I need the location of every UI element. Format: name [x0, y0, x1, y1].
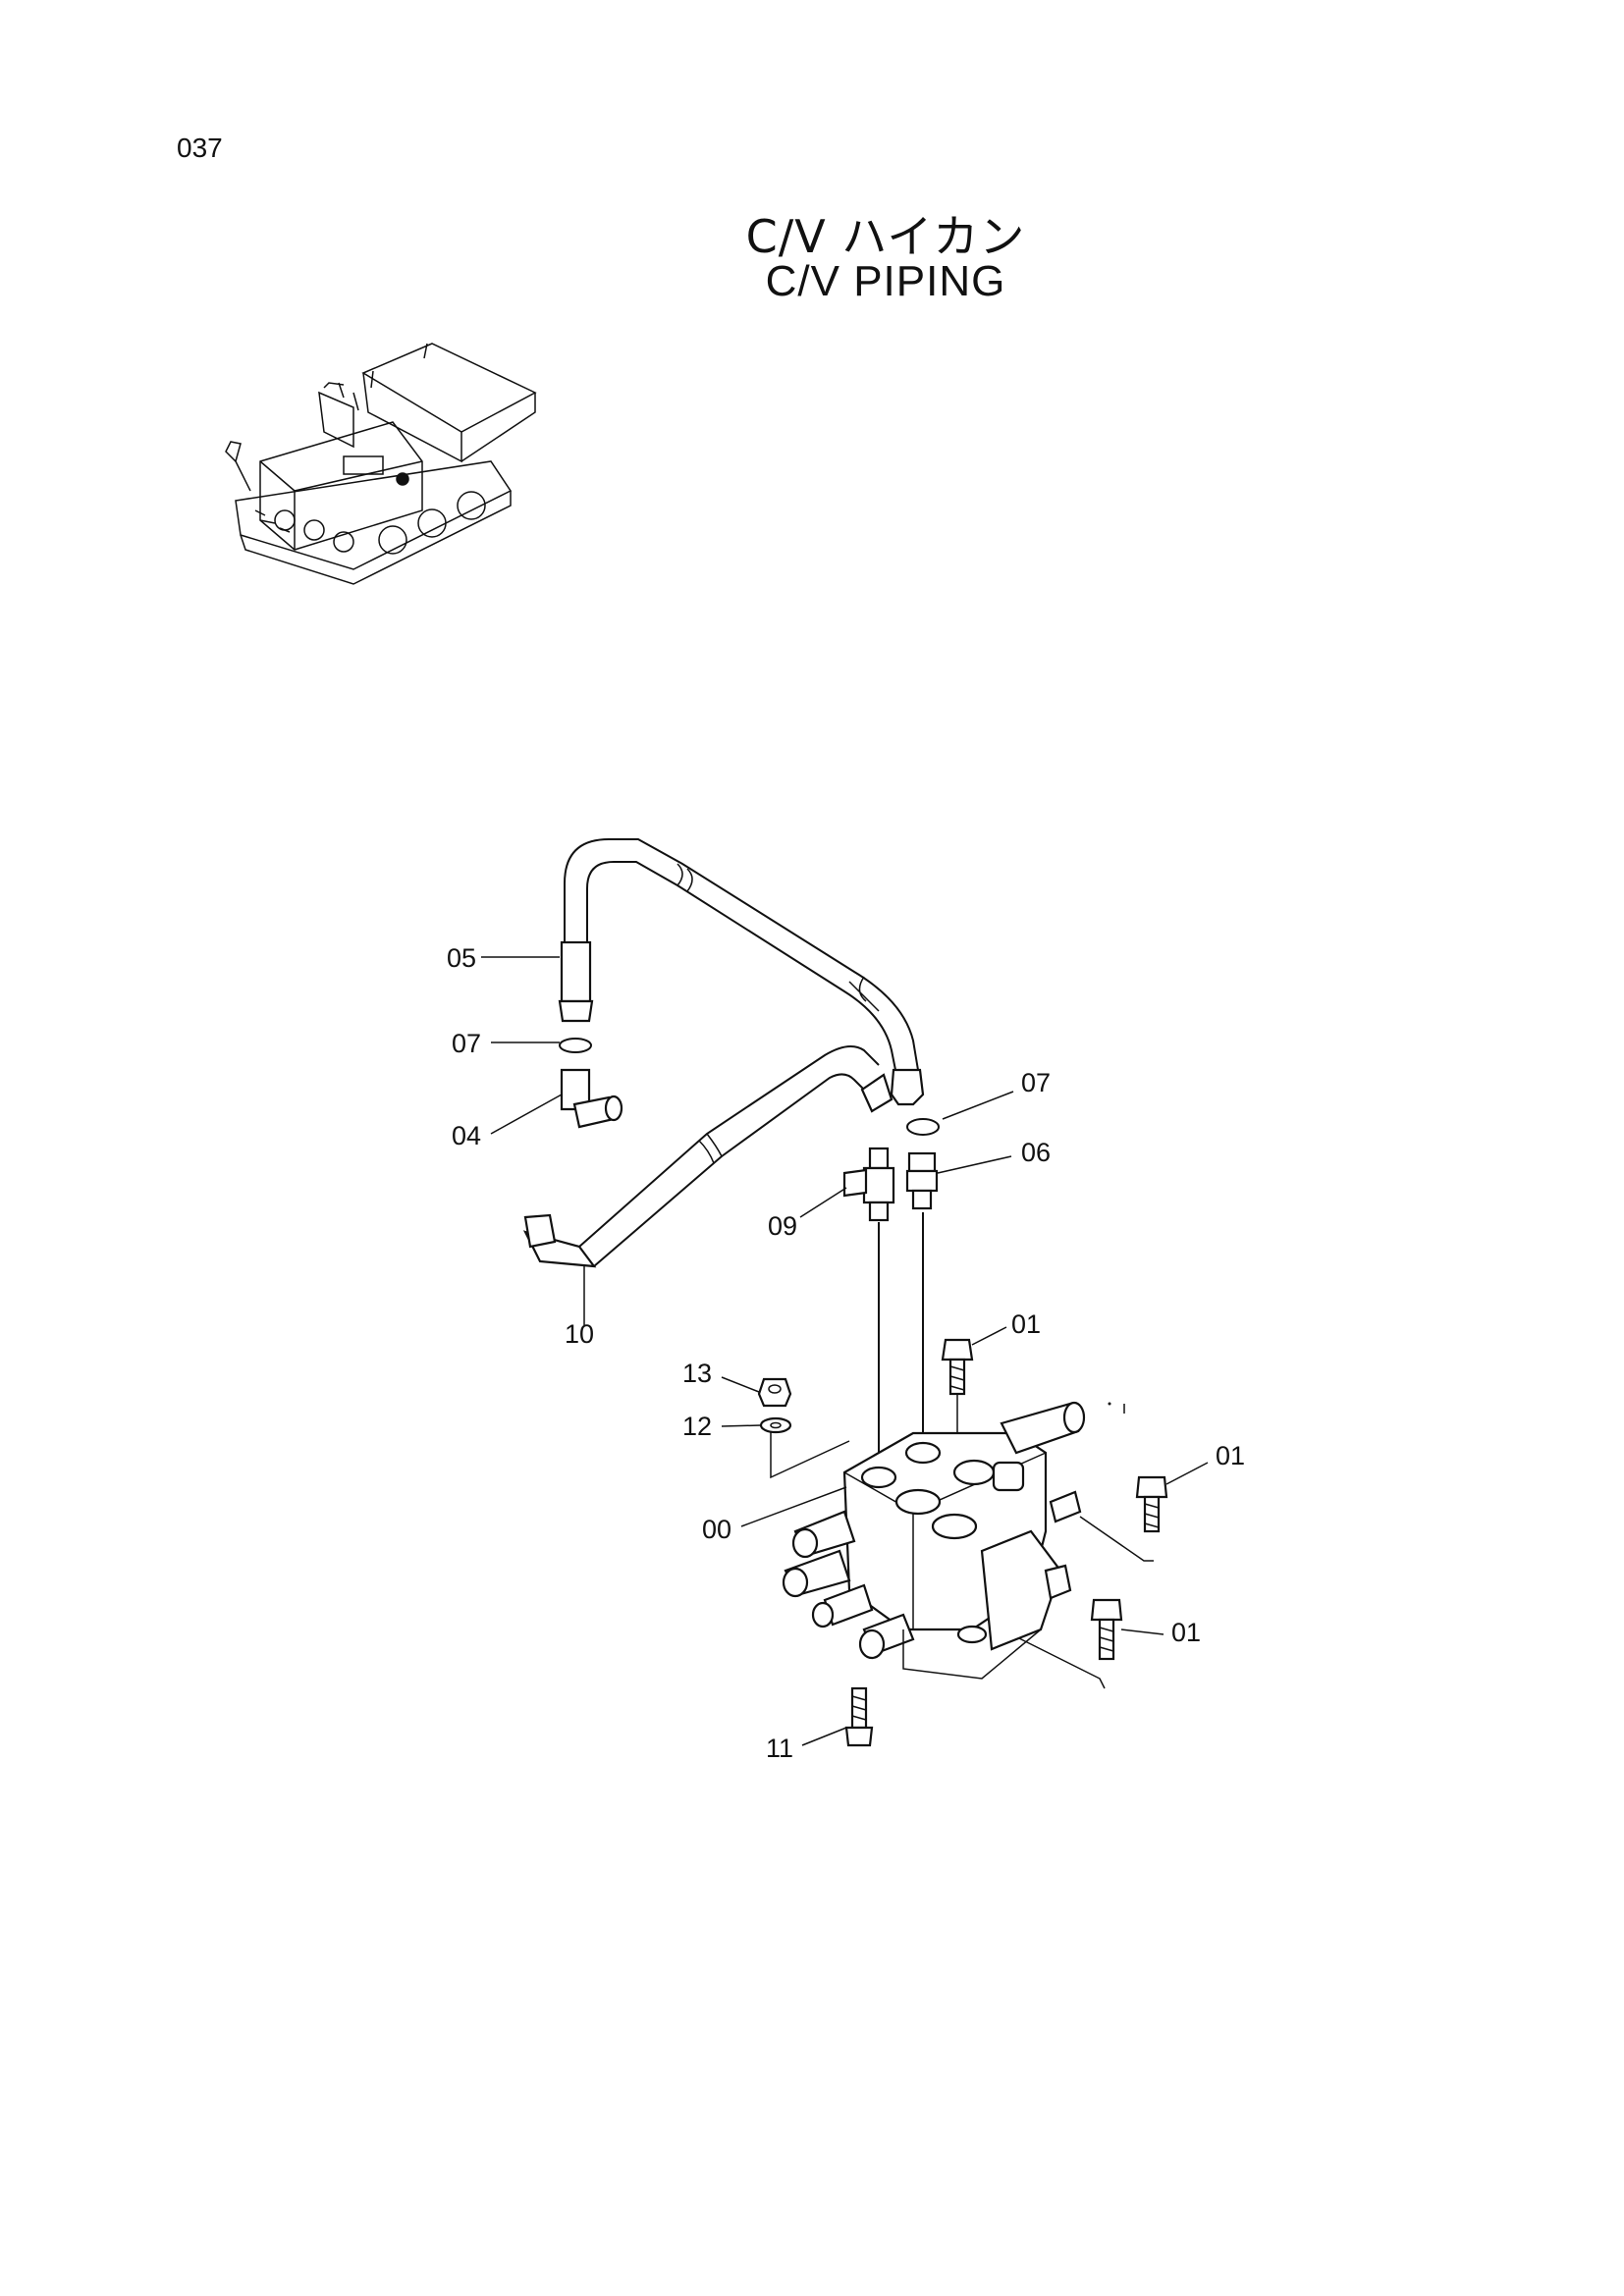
callout-13: 13	[682, 1359, 712, 1388]
title-japanese: C/V ハイカン	[745, 210, 1026, 263]
o-ring-07-right	[906, 1118, 940, 1136]
callout-12: 12	[682, 1412, 712, 1441]
callout-01-top: 01	[1011, 1309, 1041, 1339]
callout-06: 06	[1021, 1138, 1051, 1167]
callout-09: 09	[768, 1211, 797, 1241]
guide-line	[1010, 1633, 1106, 1689]
connector-06	[905, 1151, 939, 1210]
hose-10	[522, 1045, 893, 1268]
guide-line	[770, 1428, 850, 1479]
page-number: 037	[177, 133, 223, 163]
callout-01-right: 01	[1216, 1441, 1245, 1470]
o-ring-07-left	[559, 1038, 592, 1053]
washer-12	[759, 1416, 792, 1434]
bolt-01-lower	[1090, 1598, 1123, 1661]
title-english: C/V PIPING	[765, 257, 1006, 305]
guide-line	[1079, 1516, 1154, 1562]
callout-00: 00	[702, 1515, 731, 1544]
callout-05: 05	[447, 943, 476, 973]
callout-10: 10	[565, 1319, 594, 1349]
control-valve-00	[782, 1401, 1086, 1680]
elbow-04	[560, 1068, 623, 1129]
callout-01-lower: 01	[1171, 1618, 1201, 1647]
tee-09	[842, 1147, 895, 1222]
hose-05	[558, 838, 925, 1106]
callout-11: 11	[766, 1734, 793, 1763]
callout-04: 04	[452, 1121, 481, 1150]
callout-07-right: 07	[1021, 1068, 1051, 1097]
bolt-01-top	[941, 1338, 974, 1396]
callout-07-left: 07	[452, 1029, 481, 1058]
bolt-01-right	[1135, 1475, 1168, 1533]
bolt-11	[844, 1686, 874, 1747]
machine-thumbnail	[225, 343, 537, 585]
nut-13	[757, 1377, 792, 1408]
